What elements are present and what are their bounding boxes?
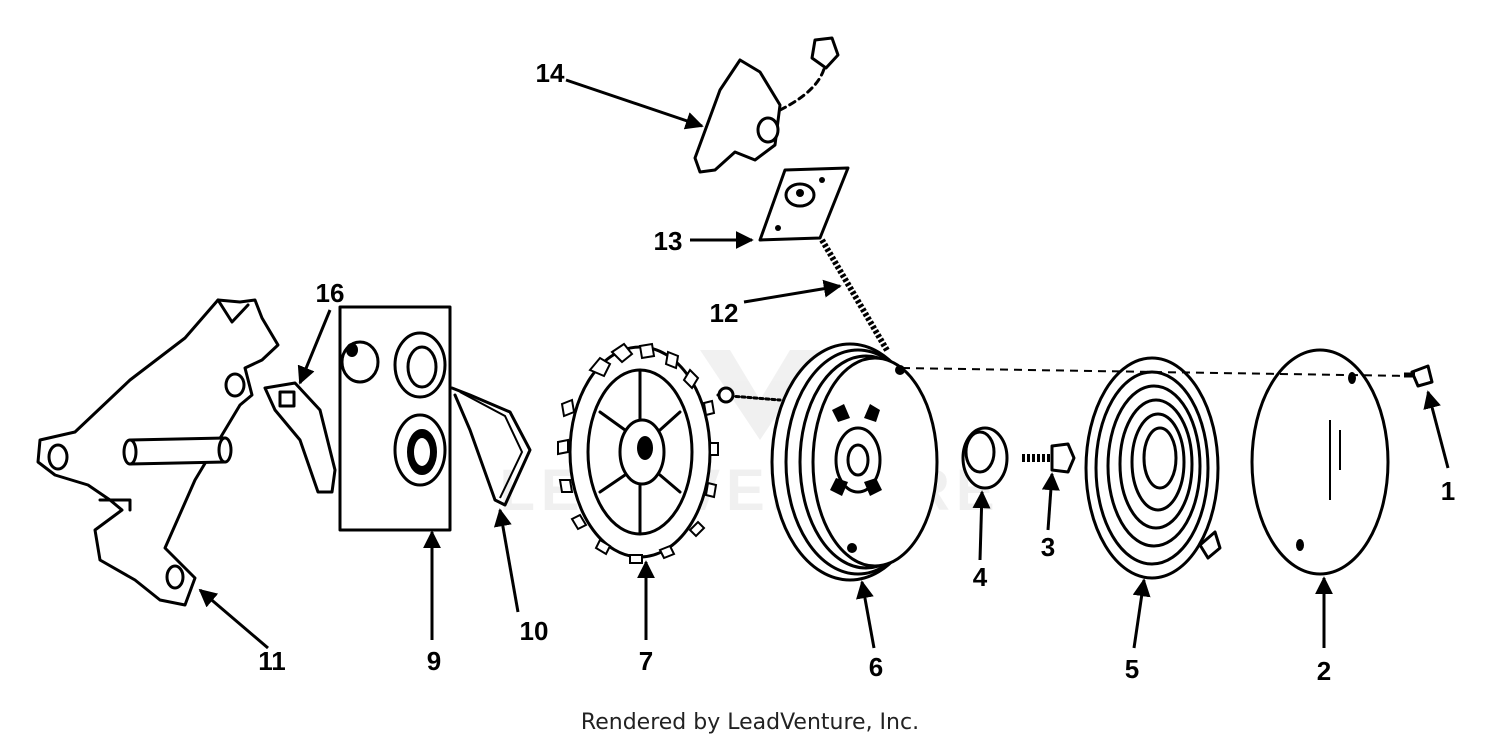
callout-13: 13 [654,226,683,256]
callout-7: 7 [639,646,653,676]
callout-9: 9 [427,646,441,676]
callout-labels: 1 2 3 4 5 6 7 9 10 11 12 13 14 16 [258,58,1455,686]
assembly-axis-line [901,367,1411,377]
callout-16: 16 [316,278,345,308]
part-4-sleeve [961,426,1009,490]
callout-5: 5 [1125,654,1139,684]
part-12-rope [819,238,891,354]
credit-footer: Rendered by LeadVenture, Inc. [580,710,920,735]
callout-4: 4 [973,562,988,592]
callout-10: 10 [520,616,549,646]
part-1-rivet [1404,364,1434,388]
part-7-gear [557,342,719,564]
part-6-pulley [716,342,939,582]
callout-3: 3 [1041,532,1055,562]
part-5-recoil-spring [1084,356,1222,580]
callout-6: 6 [869,652,883,682]
part-9-plate-kit [338,305,452,532]
leader-arrows [198,78,1450,650]
callout-1: 1 [1441,476,1455,506]
part-13-rope-guide [758,166,850,242]
part-2-cover-plate [1250,348,1390,576]
callout-11: 11 [258,646,286,676]
part-11-bracket [36,298,280,607]
callout-12: 12 [710,298,739,328]
part-14-handle [693,36,840,174]
part-10-wire-spring [450,386,532,507]
part-16-clip [263,381,337,494]
callout-14: 14 [536,58,565,88]
callout-2: 2 [1317,656,1331,686]
part-3-screw [1022,442,1076,474]
